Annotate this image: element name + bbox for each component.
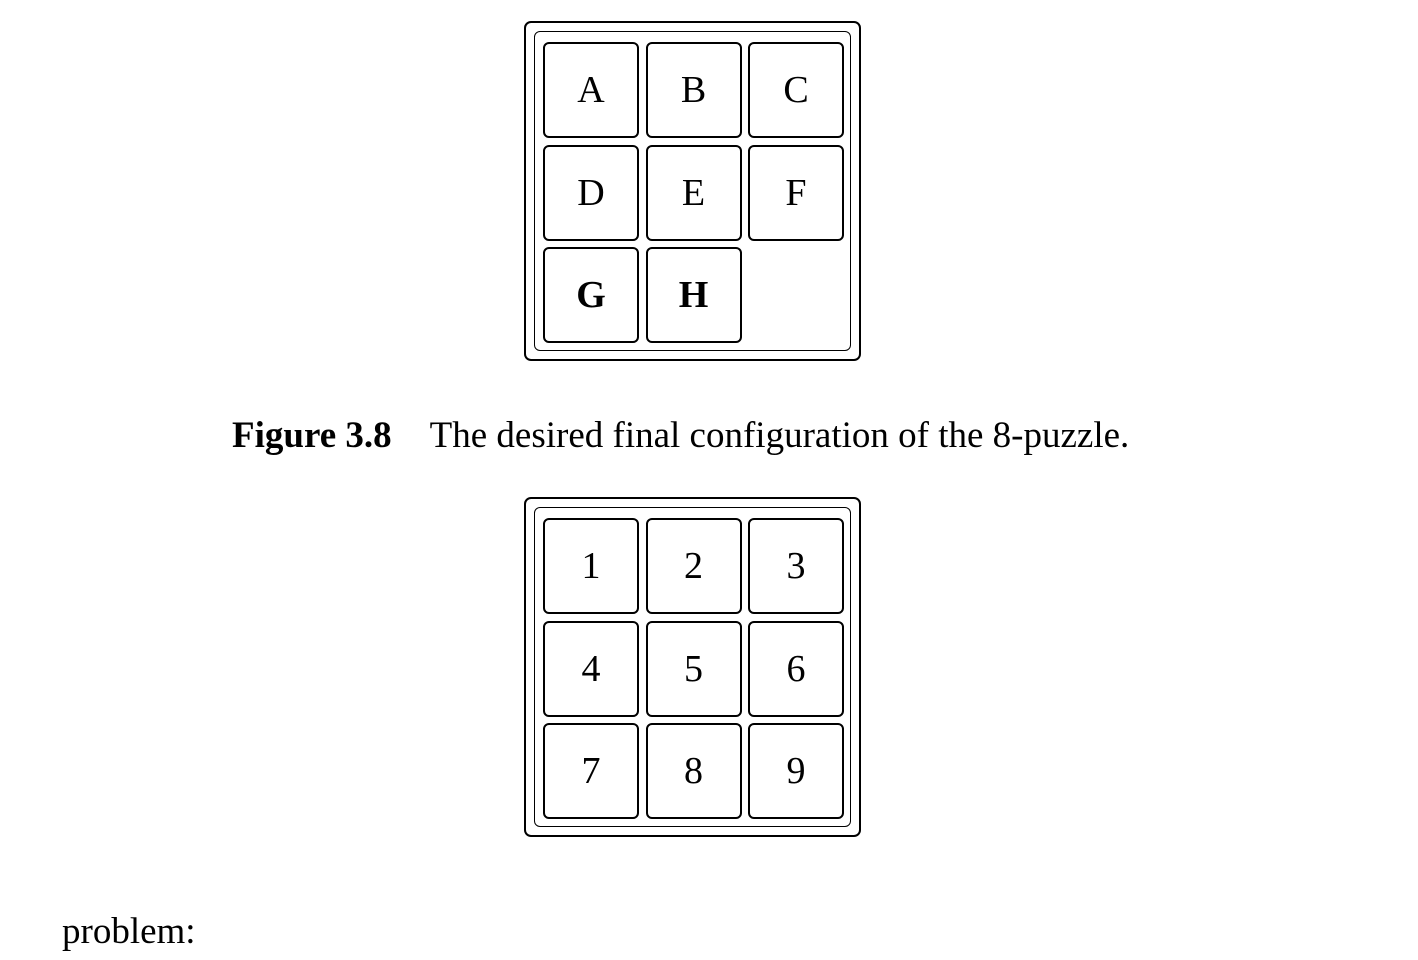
puzzle-tile: C — [748, 42, 844, 138]
puzzle-tile: B — [645, 42, 742, 138]
puzzle-board-frame — [534, 507, 851, 827]
figure-caption: Figure 3.8 The desired final configuratio… — [232, 414, 1129, 457]
puzzle-tile: 6 — [748, 620, 844, 717]
puzzle-tile: 4 — [543, 620, 639, 717]
figure-caption-text: The desired final configuration of the 8… — [429, 415, 1130, 456]
puzzle-tile: G — [543, 247, 639, 343]
puzzle-tile: 9 — [748, 723, 844, 819]
figure-label: Figure 3.8 — [232, 415, 392, 456]
puzzle-tile: H — [645, 247, 742, 343]
puzzle-board-frame — [534, 31, 851, 351]
puzzle-tile: E — [645, 144, 742, 241]
puzzle-tile: 2 — [645, 518, 742, 614]
puzzle-tile: A — [543, 42, 639, 138]
puzzle-tile: 1 — [543, 518, 639, 614]
puzzle-tile: 5 — [645, 620, 742, 717]
puzzle-tile: 7 — [543, 723, 639, 819]
puzzle-tile: 3 — [748, 518, 844, 614]
body-text: problem: — [62, 911, 196, 952]
puzzle-tile: D — [543, 144, 639, 241]
puzzle-tile: F — [748, 144, 844, 241]
puzzle-tile: 8 — [645, 723, 742, 819]
